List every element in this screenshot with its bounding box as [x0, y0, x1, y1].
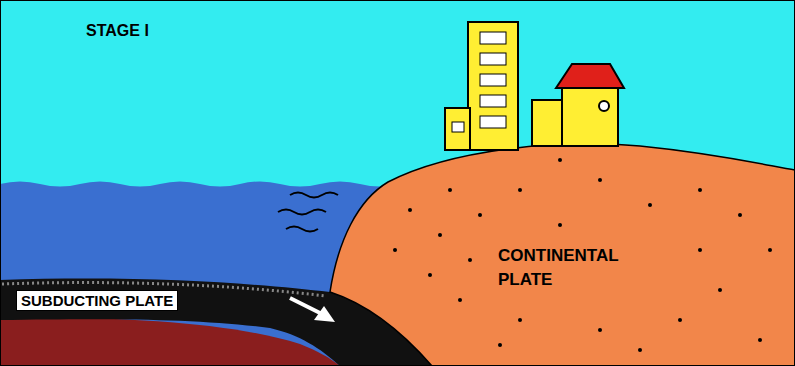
rock-dots [393, 158, 772, 352]
motion-arrowhead [314, 306, 335, 322]
plate-label: CONTINENTAL PLATE [498, 244, 638, 292]
stage-title: STAGE I [86, 22, 149, 40]
plate-label: SUBDUCTING PLATE [16, 290, 178, 311]
wave-lines [278, 193, 338, 232]
motion-arrow [290, 298, 322, 314]
continental-plate-shape [330, 144, 795, 366]
tall-building [445, 22, 518, 150]
house [532, 64, 624, 146]
